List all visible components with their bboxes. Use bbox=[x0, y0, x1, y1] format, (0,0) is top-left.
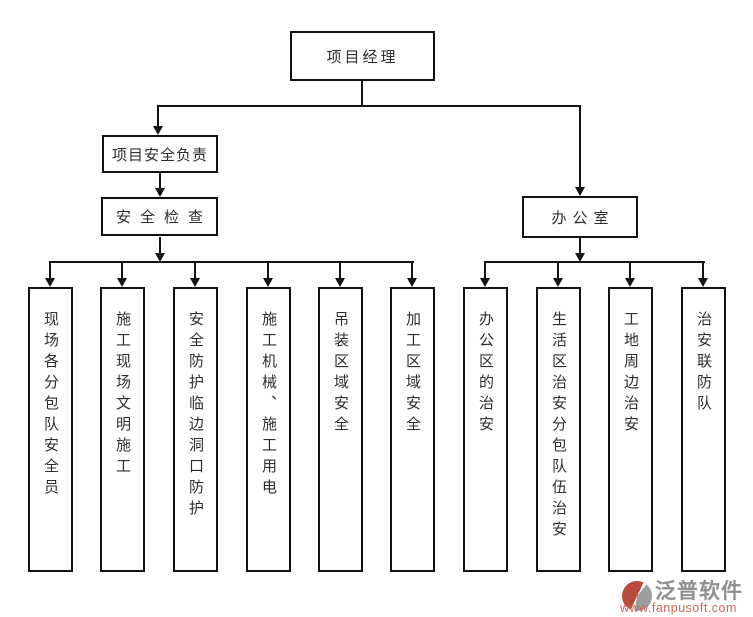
leaf-label: 安全防护临边洞口防护 bbox=[187, 311, 203, 521]
leaf-label: 治安联防队 bbox=[695, 311, 711, 416]
connector-leaf-drop bbox=[267, 261, 269, 280]
node-leaf-site-safety-officers: 现场各分包队安全员 bbox=[28, 287, 73, 572]
arrow-down-icon bbox=[698, 278, 708, 287]
node-leaf-hoisting-area-safety: 吊装区域安全 bbox=[318, 287, 363, 572]
arrow-down-icon bbox=[155, 253, 165, 262]
arrow-down-icon bbox=[263, 278, 273, 287]
arrow-down-icon bbox=[45, 278, 55, 287]
leaf-label: 现场各分包队安全员 bbox=[42, 311, 58, 500]
connector-top-branch bbox=[158, 105, 581, 107]
leaf-label: 施工机械、施工用电 bbox=[260, 311, 276, 500]
arrow-down-icon bbox=[190, 278, 200, 287]
connector-leaf-drop bbox=[557, 261, 559, 280]
arrow-down-icon bbox=[155, 188, 165, 197]
leaf-label: 办公区的治安 bbox=[477, 311, 493, 437]
connector-leaf-drop bbox=[121, 261, 123, 280]
connector-right-splitter bbox=[484, 261, 705, 263]
connector-leaf-drop bbox=[702, 261, 704, 280]
leaf-label: 生活区治安分包队伍治安 bbox=[550, 311, 566, 542]
arrow-down-icon bbox=[553, 278, 563, 287]
leaf-label: 工地周边治安 bbox=[622, 311, 638, 437]
arrow-down-icon bbox=[153, 126, 163, 135]
node-leaf-living-area-security: 生活区治安分包队伍治安 bbox=[536, 287, 581, 572]
connector-office-down bbox=[579, 238, 581, 255]
node-leaf-joint-defense-team: 治安联防队 bbox=[681, 287, 726, 572]
node-leaf-machinery-electricity: 施工机械、施工用电 bbox=[246, 287, 291, 572]
connector-leaf-drop bbox=[339, 261, 341, 280]
watermark-url: www.fanpusoft.com bbox=[620, 601, 737, 615]
connector-drop-right bbox=[579, 105, 581, 189]
arrow-down-icon bbox=[625, 278, 635, 287]
connector-leaf-drop bbox=[629, 261, 631, 280]
node-project-manager: 项目经理 bbox=[290, 31, 435, 81]
node-office: 办公室 bbox=[522, 196, 638, 238]
connector-leaf-drop bbox=[194, 261, 196, 280]
fanpu-logo-icon bbox=[622, 581, 652, 611]
arrow-down-icon bbox=[335, 278, 345, 287]
watermark-brand: 泛普软件 bbox=[655, 579, 743, 603]
leaf-label: 施工现场文明施工 bbox=[114, 311, 130, 479]
node-safety-lead: 项目安全负责 bbox=[102, 135, 218, 173]
node-leaf-processing-area-safety: 加工区域安全 bbox=[390, 287, 435, 572]
connector-check-down bbox=[159, 237, 161, 255]
node-leaf-civilized-construction: 施工现场文明施工 bbox=[100, 287, 145, 572]
watermark: 泛普软件 www.fanpusoft.com bbox=[618, 574, 752, 616]
connector-leaf-drop bbox=[49, 261, 51, 280]
node-leaf-office-area-security: 办公区的治安 bbox=[463, 287, 508, 572]
connector-lead-to-check bbox=[159, 173, 161, 190]
arrow-down-icon bbox=[480, 278, 490, 287]
arrow-down-icon bbox=[575, 253, 585, 262]
leaf-label: 加工区域安全 bbox=[404, 311, 420, 437]
arrow-down-icon bbox=[407, 278, 417, 287]
connector-leaf-drop bbox=[484, 261, 486, 280]
node-leaf-site-perimeter-security: 工地周边治安 bbox=[608, 287, 653, 572]
connector-leaf-drop bbox=[411, 261, 413, 280]
leaf-label: 吊装区域安全 bbox=[332, 311, 348, 437]
connector-left-splitter bbox=[49, 261, 414, 263]
node-safety-inspection: 安全检查 bbox=[101, 197, 218, 236]
node-leaf-edge-opening-protection: 安全防护临边洞口防护 bbox=[173, 287, 218, 572]
connector-drop-left bbox=[157, 105, 159, 128]
connector-root-stub bbox=[361, 81, 363, 106]
arrow-down-icon bbox=[117, 278, 127, 287]
arrow-down-icon bbox=[575, 187, 585, 196]
